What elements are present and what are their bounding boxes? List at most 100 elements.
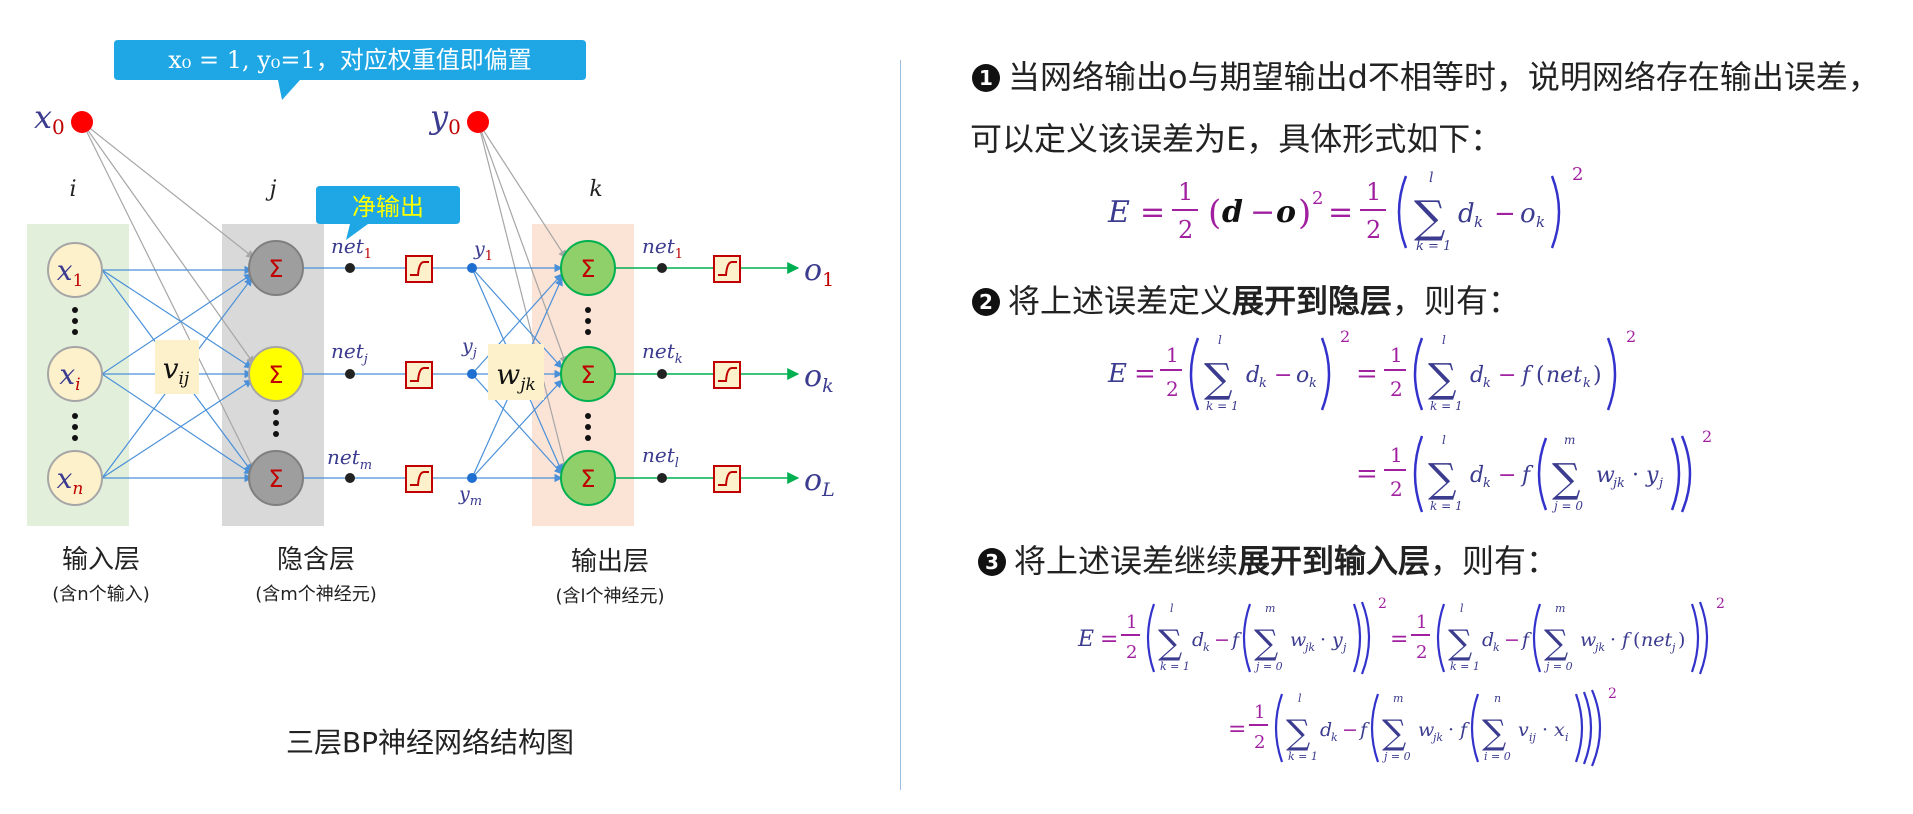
- svg-text:jk: jk: [1592, 641, 1605, 654]
- layer-label-hidden: 隐含层: [277, 545, 355, 575]
- formula-svg: E = 1 2 ( d − o ) 2 = 1 2 ∑ l k = 1 d k …: [1107, 164, 1583, 254]
- svg-text:∑: ∑: [1286, 713, 1310, 753]
- formula-3: E = 1 2 ∑ l k = 1 d k − f ∑ m j = 0 w jk…: [1077, 596, 1725, 767]
- input-node-n: xn: [47, 450, 103, 506]
- formula-svg-3: E = 1 2 ∑ l k = 1 d k − f ∑ m j = 0 w jk…: [1077, 596, 1725, 767]
- svg-text:k: k: [1259, 376, 1267, 391]
- svg-text:j = 0: j = 0: [1381, 750, 1411, 763]
- layer-index-i: i: [69, 177, 76, 202]
- svg-text:d: d: [1320, 719, 1332, 741]
- svg-text:2: 2: [1390, 377, 1403, 401]
- svg-text:2: 2: [1378, 596, 1387, 612]
- svg-text:2: 2: [1716, 596, 1725, 612]
- svg-text:Σ: Σ: [268, 255, 283, 283]
- bias-x0-connections: [81, 121, 255, 471]
- svg-text:j: j: [1656, 476, 1663, 491]
- svg-text:jk: jk: [1302, 641, 1315, 654]
- svg-text:−: −: [1494, 199, 1516, 229]
- svg-text:wjk: wjk: [496, 358, 536, 395]
- svg-text:k: k: [1483, 476, 1491, 491]
- svg-text:2: 2: [1126, 642, 1137, 663]
- layer-index-j: j: [265, 177, 277, 202]
- net-label-hidden-1: net1: [331, 234, 372, 262]
- svg-text:): ): [1593, 363, 1602, 388]
- bias-callout-text: x₀ = 1, y₀=1，对应权重值即偏置: [168, 46, 532, 74]
- svg-text:k: k: [1203, 641, 1210, 654]
- svg-text:=: =: [1390, 627, 1408, 652]
- svg-text:k: k: [1583, 376, 1591, 391]
- svg-text:=: =: [1228, 717, 1246, 742]
- svg-text:): ): [1298, 193, 1311, 233]
- svg-text:∑: ∑: [1204, 356, 1233, 402]
- net-label-hidden-j: netj: [331, 339, 368, 367]
- activation-icon: [713, 361, 741, 389]
- svg-text:∑: ∑: [1382, 713, 1406, 753]
- svg-text:−: −: [1504, 629, 1520, 651]
- svg-text:(: (: [1536, 363, 1545, 388]
- svg-text:f: f: [1620, 629, 1632, 651]
- svg-text:=: =: [1134, 359, 1156, 389]
- svg-text:d: d: [1222, 195, 1243, 230]
- svg-text:∑: ∑: [1448, 623, 1472, 663]
- svg-text:Σ: Σ: [268, 465, 283, 493]
- bias-x0-dot: [71, 111, 93, 133]
- svg-text:2: 2: [1416, 642, 1427, 663]
- svg-text:k: k: [1493, 641, 1500, 654]
- net-dot-output-k: [657, 369, 667, 379]
- net-output-callout: [316, 186, 460, 240]
- svg-text:1: 1: [1416, 612, 1427, 633]
- svg-text:ij: ij: [1529, 731, 1537, 744]
- net-output-callout-text: 净输出: [352, 193, 424, 221]
- svg-text:l: l: [1460, 602, 1464, 615]
- svg-text:jk: jk: [1610, 476, 1625, 491]
- svg-text:·: ·: [1320, 629, 1326, 651]
- svg-text:(: (: [1208, 193, 1221, 233]
- layer-label-output-sub: (含l个神经元): [555, 586, 664, 607]
- svg-text:∑: ∑: [1158, 623, 1182, 663]
- svg-text:d: d: [1470, 363, 1484, 388]
- svg-text:2: 2: [1312, 188, 1323, 209]
- bias-y0-label: y0: [428, 98, 461, 139]
- output-label-L: oL: [804, 463, 835, 501]
- svg-text:i = 0: i = 0: [1484, 750, 1511, 763]
- svg-text:2: 2: [1626, 327, 1636, 346]
- svg-text:−: −: [1250, 195, 1275, 230]
- svg-text:k: k: [1536, 213, 1545, 231]
- svg-text:∑: ∑: [1552, 456, 1581, 502]
- svg-text:k = 1: k = 1: [1288, 750, 1318, 763]
- svg-text:m: m: [1265, 602, 1275, 615]
- bias-y0-connections: [477, 121, 569, 471]
- svg-text:·: ·: [1632, 463, 1639, 488]
- bias-y0-dot: [467, 111, 489, 133]
- svg-text:∑: ∑: [1414, 192, 1445, 243]
- svg-text:1: 1: [1126, 612, 1137, 633]
- svg-text:·: ·: [1542, 719, 1548, 741]
- activation-icon: [713, 465, 741, 493]
- vertical-ellipsis: [72, 307, 591, 441]
- svg-text:=: =: [1356, 359, 1378, 389]
- svg-text:l: l: [1442, 333, 1446, 347]
- svg-text:f: f: [1458, 719, 1470, 741]
- svg-text:k: k: [1331, 731, 1338, 744]
- svg-text:·: ·: [1448, 719, 1454, 741]
- svg-text:=: =: [1328, 195, 1353, 230]
- y-dot-m: [467, 473, 477, 483]
- svg-text:E: E: [1107, 195, 1130, 230]
- net-dot-hidden-m: [345, 473, 355, 483]
- paragraph-1-line-2: 可以定义该误差为E，具体形式如下：: [970, 120, 1503, 158]
- bullet-3: 3: [978, 548, 1006, 576]
- bullet-2: 2: [972, 288, 1000, 316]
- y-label-m: ym: [458, 483, 482, 509]
- svg-text:1: 1: [1178, 178, 1193, 206]
- svg-text:1: 1: [1390, 343, 1403, 367]
- svg-text:l: l: [1298, 692, 1302, 705]
- svg-text:=: =: [1356, 459, 1378, 489]
- bullet-1: 1: [972, 64, 1000, 92]
- svg-text:j: j: [1340, 641, 1347, 654]
- svg-text:net: net: [1546, 363, 1582, 388]
- net-label-output-k: netk: [642, 339, 683, 367]
